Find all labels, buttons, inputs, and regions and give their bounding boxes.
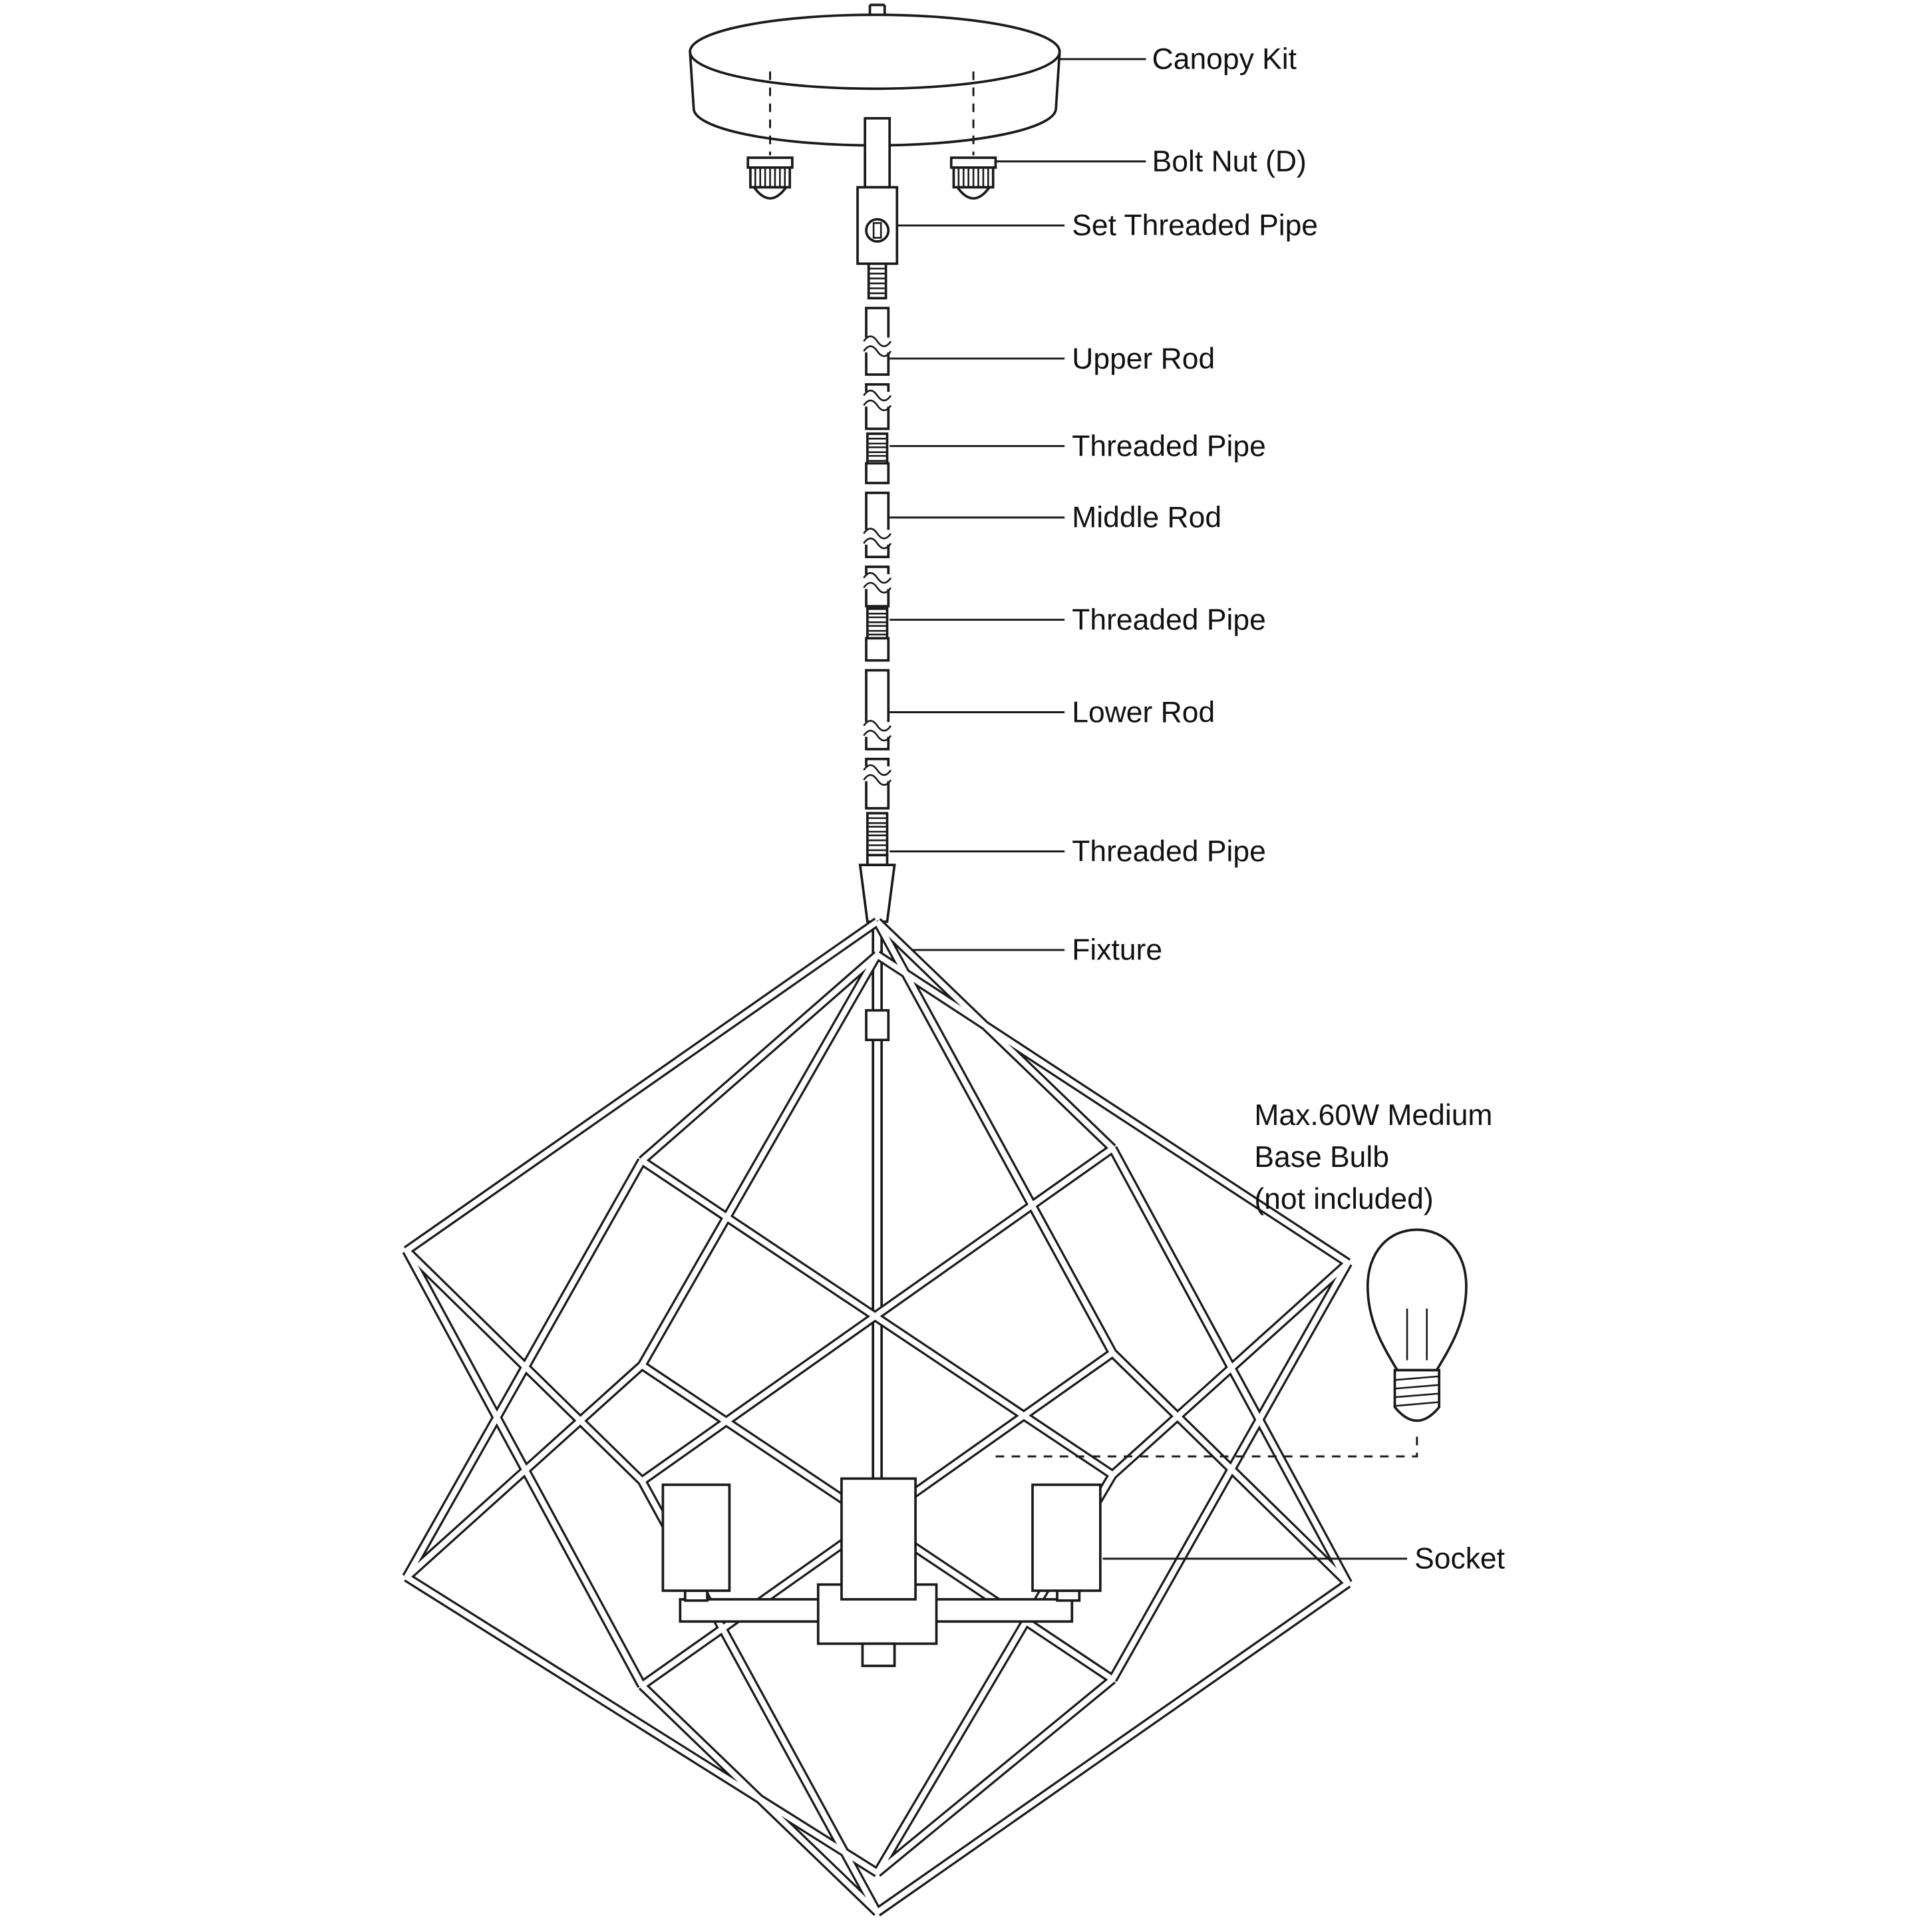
bulb-insert-dashed-line xyxy=(991,1436,1418,1458)
threaded-pipe-lower-drawing xyxy=(866,812,889,857)
label-canopy-kit: Canopy Kit xyxy=(1152,43,1297,76)
label-upper-rod: Upper Rod xyxy=(1072,343,1215,375)
socket-bottom-cap xyxy=(861,1642,896,1667)
threaded-pipe-upper-drawing xyxy=(865,432,890,484)
bolt-nut-right xyxy=(949,156,997,200)
socket-right xyxy=(1031,1483,1102,1592)
label-threaded-pipe-lower: Threaded Pipe xyxy=(1072,836,1266,868)
label-set-threaded-pipe: Set Threaded Pipe xyxy=(1072,210,1318,242)
fixture-hub-drawing xyxy=(858,854,896,923)
label-threaded-pipe-upper: Threaded Pipe xyxy=(1072,430,1266,462)
label-lower-rod: Lower Rod xyxy=(1072,696,1215,728)
socket-left xyxy=(661,1483,731,1592)
bulb-filament xyxy=(1406,1308,1428,1361)
threaded-pipe-middle-drawing xyxy=(865,607,890,662)
upper-rod-drawing xyxy=(862,307,892,430)
middle-rod-drawing xyxy=(862,491,892,608)
stem-coupler xyxy=(865,1009,890,1041)
label-bulb-note-line1: Max.60W Medium xyxy=(1254,1099,1492,1132)
leader-lines xyxy=(889,58,1408,1560)
socket-center xyxy=(840,1477,917,1601)
label-threaded-pipe-middle: Threaded Pipe xyxy=(1072,603,1266,636)
socket-arm-right xyxy=(925,1598,1074,1623)
bolt-nut-left xyxy=(746,156,794,200)
bulb-drawing xyxy=(991,1228,1468,1458)
labels: Canopy Kit Bolt Nut (D) Set Threaded Pip… xyxy=(1072,43,1505,1575)
socket-arm-left xyxy=(679,1598,832,1623)
lower-rod-drawing xyxy=(862,669,892,810)
fixture-cage-drawing xyxy=(402,917,1353,1917)
label-bulb-note-line2: Base Bulb xyxy=(1254,1141,1389,1174)
label-middle-rod: Middle Rod xyxy=(1072,502,1221,534)
bulb-glass xyxy=(1366,1228,1468,1372)
socket-cluster-drawing xyxy=(661,1477,1102,1667)
label-bulb-note-line3: (not included) xyxy=(1254,1183,1433,1215)
label-fixture: Fixture xyxy=(1072,934,1162,967)
label-socket: Socket xyxy=(1414,1543,1506,1575)
set-screw-icon xyxy=(865,218,890,243)
label-bolt-nut: Bolt Nut (D) xyxy=(1152,145,1307,178)
fixture-center-stem xyxy=(865,921,890,1479)
